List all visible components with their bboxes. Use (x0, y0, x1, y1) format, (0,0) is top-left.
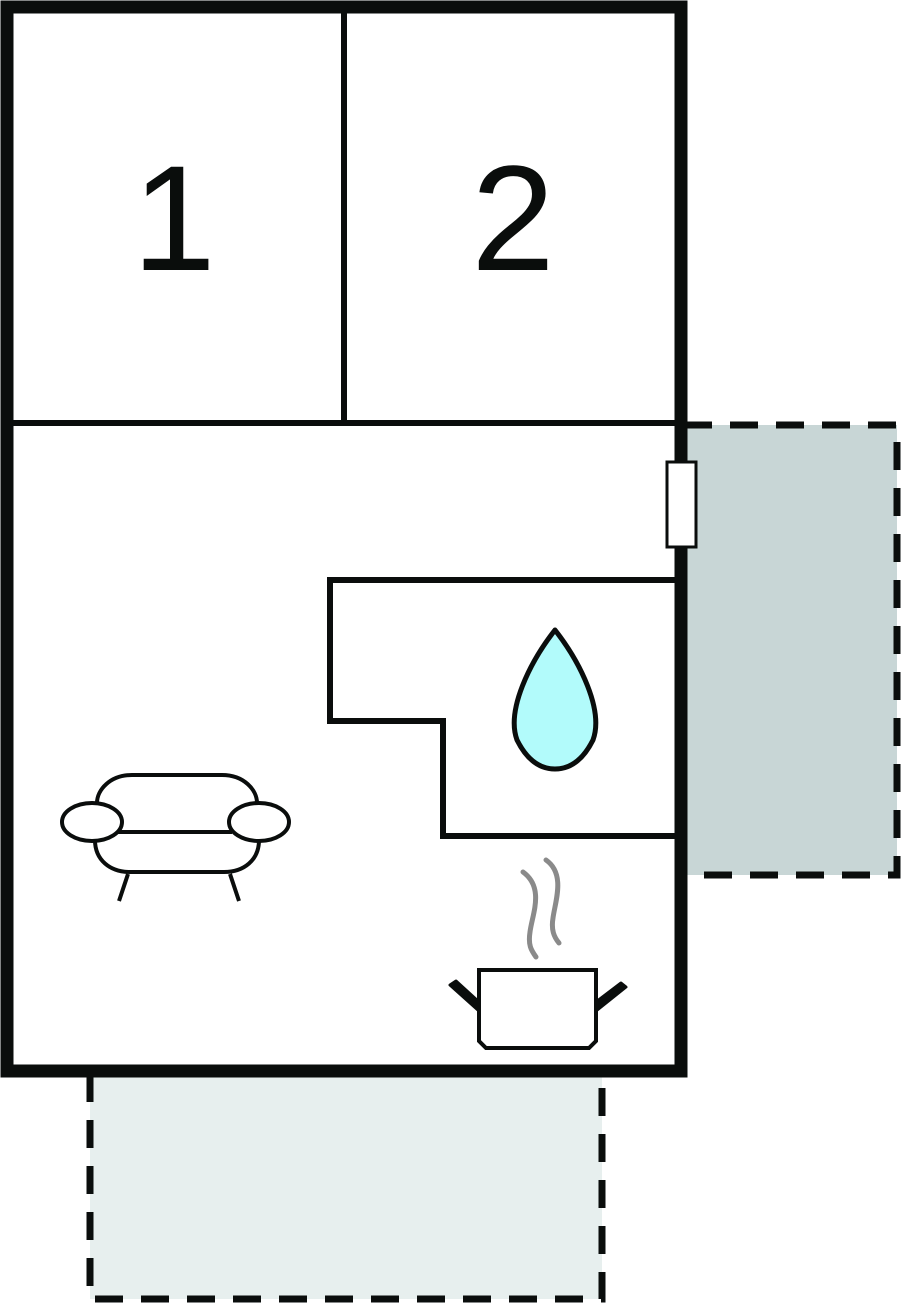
room-2-label: 2 (471, 134, 554, 302)
terrace-side (684, 421, 901, 879)
interior-walls (7, 7, 681, 426)
water-drop-icon (511, 627, 599, 772)
cooking-pot-icon (448, 857, 628, 1050)
room-1-label: 1 (132, 134, 215, 302)
bathroom-wall (327, 577, 681, 839)
door-icon (665, 460, 698, 549)
terrace-front (86, 1074, 606, 1303)
sofa-icon (60, 773, 291, 902)
